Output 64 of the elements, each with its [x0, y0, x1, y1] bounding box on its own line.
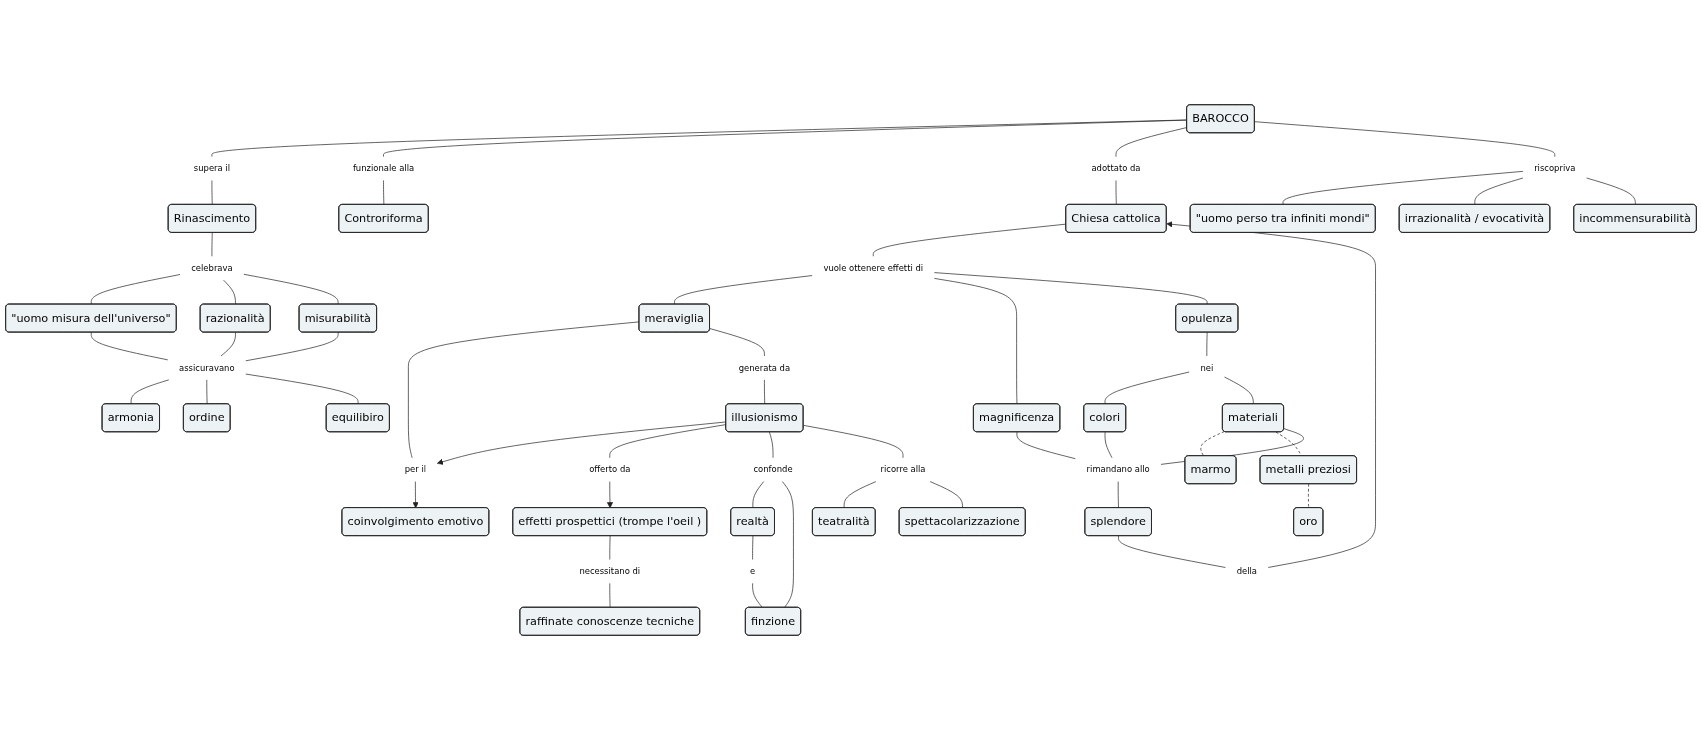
- connector: [211, 180, 213, 206]
- connector: [1016, 431, 1076, 460]
- connector: [609, 424, 727, 459]
- node-text: riscopriva: [1534, 163, 1576, 174]
- connector: [211, 119, 1188, 157]
- connector: [752, 481, 764, 509]
- connector: [1206, 332, 1208, 357]
- connector: [609, 535, 611, 560]
- connector: [843, 481, 877, 509]
- node-text: e: [750, 566, 756, 577]
- connector: [243, 273, 339, 305]
- connector: [1104, 371, 1190, 405]
- connector: [90, 332, 169, 361]
- connector: [674, 275, 813, 305]
- connector: [1200, 431, 1225, 457]
- node-text: della: [1236, 566, 1258, 577]
- connector: [752, 535, 754, 560]
- connector: [752, 583, 763, 608]
- connector: [223, 279, 236, 305]
- connector: [383, 119, 1188, 157]
- connector: [934, 272, 1208, 305]
- connector: [934, 278, 1018, 405]
- node-text: assicuravano: [179, 362, 235, 373]
- connector: [803, 425, 904, 459]
- connector: [872, 223, 1067, 257]
- connector: [1115, 127, 1188, 157]
- connector: [1115, 180, 1117, 206]
- connector: [1117, 481, 1119, 509]
- connector: [709, 328, 765, 357]
- connector: [383, 180, 385, 206]
- connector: [211, 232, 213, 257]
- connector: [769, 431, 774, 459]
- connector: [245, 332, 339, 362]
- node-text: celebrava: [191, 263, 233, 274]
- connector: [245, 373, 359, 405]
- connector: [609, 583, 611, 608]
- connector: [1282, 171, 1524, 206]
- connector: [1308, 483, 1309, 509]
- connector: [1224, 376, 1254, 405]
- node-text: necessitano di: [579, 566, 641, 577]
- node-text: rimandano allo: [1086, 464, 1150, 475]
- node-text: offerto da: [589, 464, 631, 475]
- connector: [1586, 177, 1636, 206]
- node-text: generata da: [738, 362, 791, 373]
- connector: [90, 274, 181, 305]
- connector: [1474, 177, 1524, 206]
- node-text: adottato da: [1091, 163, 1141, 174]
- connector: [929, 481, 963, 509]
- node-text: funzionale alla: [352, 163, 415, 174]
- node-text: per il: [404, 464, 427, 475]
- connector: [1104, 431, 1113, 459]
- node-text: nei: [1200, 362, 1214, 373]
- node-text: ricorre alla: [880, 464, 926, 475]
- connector: [764, 379, 766, 405]
- connector: [408, 321, 640, 459]
- connector: [130, 379, 170, 405]
- connector: [1254, 121, 1556, 157]
- connector: [782, 481, 794, 608]
- connector: [206, 379, 208, 405]
- connector: [1118, 535, 1226, 568]
- node-text: vuole ottenere effetti di: [823, 263, 924, 274]
- connector: [220, 332, 236, 357]
- node-text: confonde: [753, 464, 793, 475]
- node-text: supera il: [193, 163, 231, 174]
